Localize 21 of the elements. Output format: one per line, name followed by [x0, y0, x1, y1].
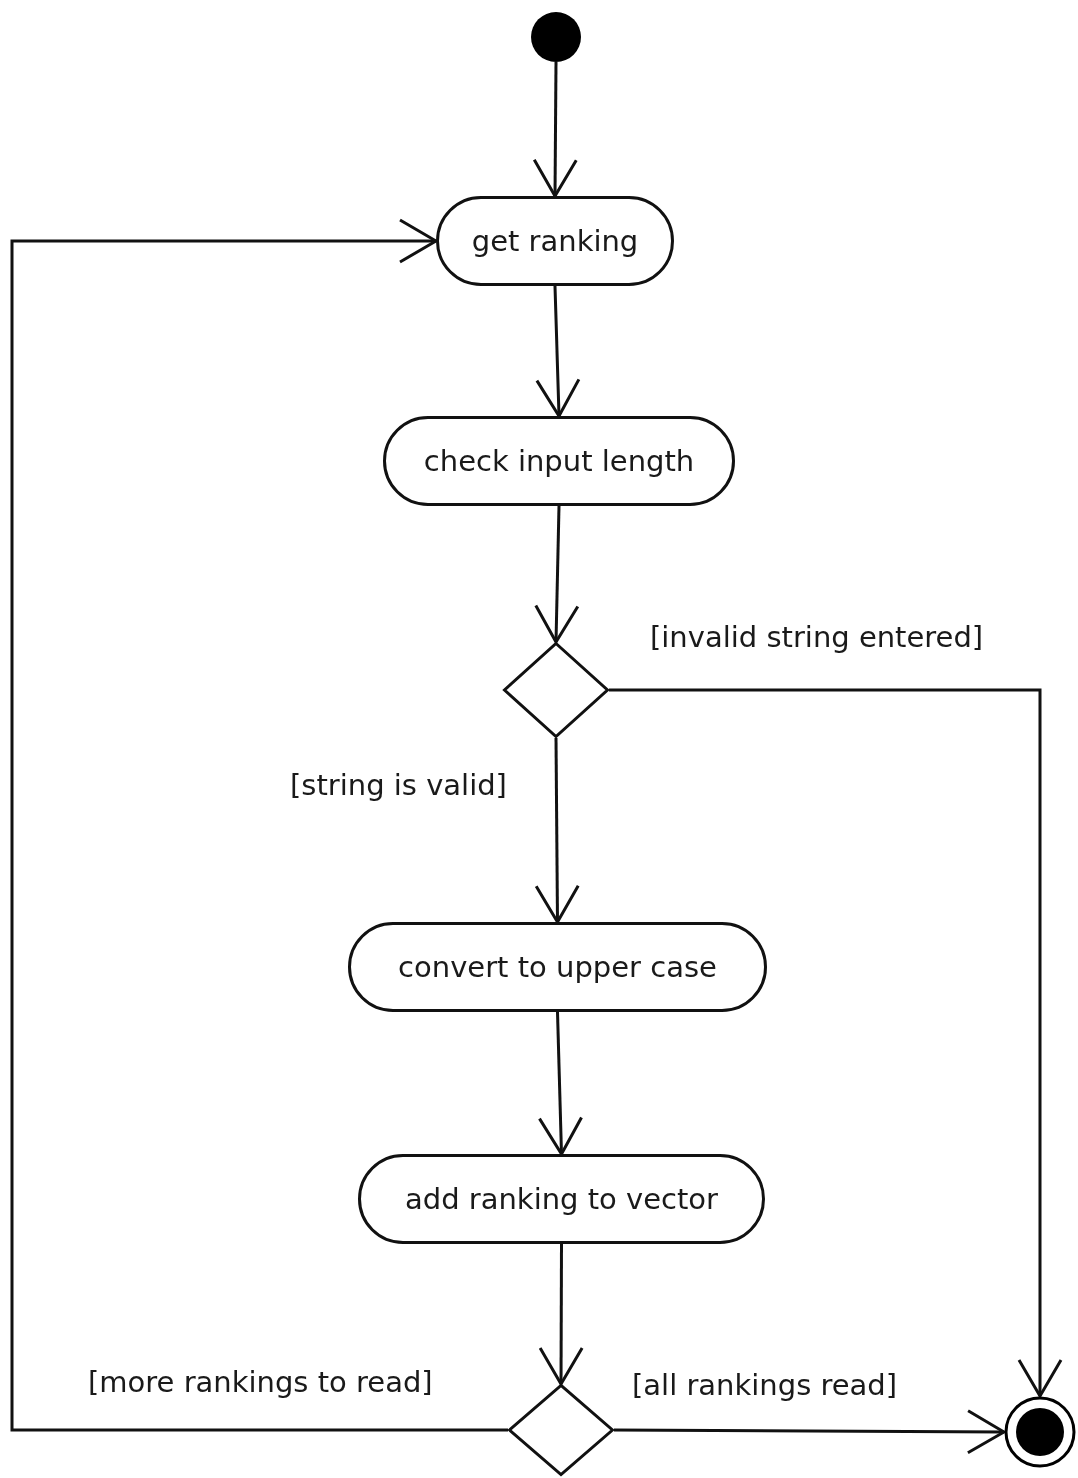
- arrow: [534, 738, 580, 924]
- action-label: add ranking to vector: [404, 1182, 719, 1216]
- arrow: [614, 1409, 1006, 1455]
- final-node: [1004, 1396, 1076, 1468]
- arrow: [532, 62, 578, 198]
- arrow: [538, 1011, 583, 1156]
- arrow: [534, 505, 580, 644]
- action-label: convert to upper case: [398, 950, 717, 984]
- guard-label: [all rankings read]: [632, 1368, 898, 1402]
- guard-label: [string is valid]: [290, 768, 507, 802]
- arrow: [538, 1244, 584, 1386]
- decision-diamond: [503, 642, 609, 738]
- arrow: [10, 218, 508, 1432]
- guard-label: [invalid string entered]: [650, 620, 984, 654]
- action-label: check input length: [423, 444, 695, 478]
- arrow: [535, 285, 581, 418]
- arrow: [609, 688, 1063, 1398]
- action-label: get ranking: [471, 224, 639, 258]
- decision-diamond: [508, 1384, 614, 1476]
- guard-label: [more rankings to read]: [88, 1365, 433, 1399]
- initial-node: [531, 12, 581, 62]
